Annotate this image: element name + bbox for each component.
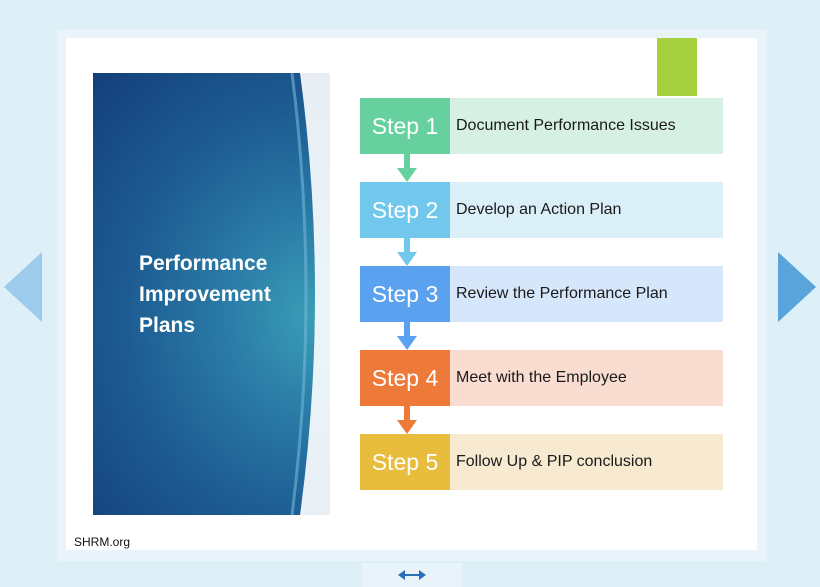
step-1-label: Step 1	[360, 98, 450, 154]
slide-title: Performance Improvement Plans	[139, 252, 271, 337]
step-5-label: Step 5	[360, 434, 450, 490]
step-4-label: Step 4	[360, 350, 450, 406]
horizontal-resize-icon	[398, 570, 426, 580]
arrow-down-icon	[397, 322, 417, 350]
chevron-right-icon	[778, 252, 816, 322]
step-2-description: Develop an Action Plan	[450, 182, 723, 238]
accent-tab	[657, 38, 697, 96]
step-3-label: Step 3	[360, 266, 450, 322]
source-citation: SHRM.org	[74, 535, 131, 549]
previous-slide-button[interactable]	[0, 250, 44, 324]
step-3-description: Review the Performance Plan	[450, 266, 723, 322]
title-panel-curve	[290, 73, 330, 515]
resize-handle[interactable]	[362, 563, 462, 587]
arrow-down-icon	[397, 406, 417, 434]
step-2-label: Step 2	[360, 182, 450, 238]
step-4: Meet with the Employee Step 4	[360, 350, 723, 406]
step-2: Develop an Action Plan Step 2	[360, 182, 723, 238]
step-5-description: Follow Up & PIP conclusion	[450, 434, 723, 490]
step-5: Follow Up & PIP conclusion Step 5	[360, 434, 723, 490]
step-3: Review the Performance Plan Step 3	[360, 266, 723, 322]
next-slide-button[interactable]	[776, 250, 820, 324]
arrow-down-icon	[397, 238, 417, 266]
step-1-description: Document Performance Issues	[450, 98, 723, 154]
step-4-description: Meet with the Employee	[450, 350, 723, 406]
step-1: Document Performance Issues Step 1	[360, 98, 723, 154]
slide: Performance Improvement Plans Document P…	[66, 38, 757, 550]
arrow-down-icon	[397, 154, 417, 182]
title-panel: Performance Improvement Plans	[93, 73, 330, 515]
chevron-left-icon	[4, 252, 42, 322]
